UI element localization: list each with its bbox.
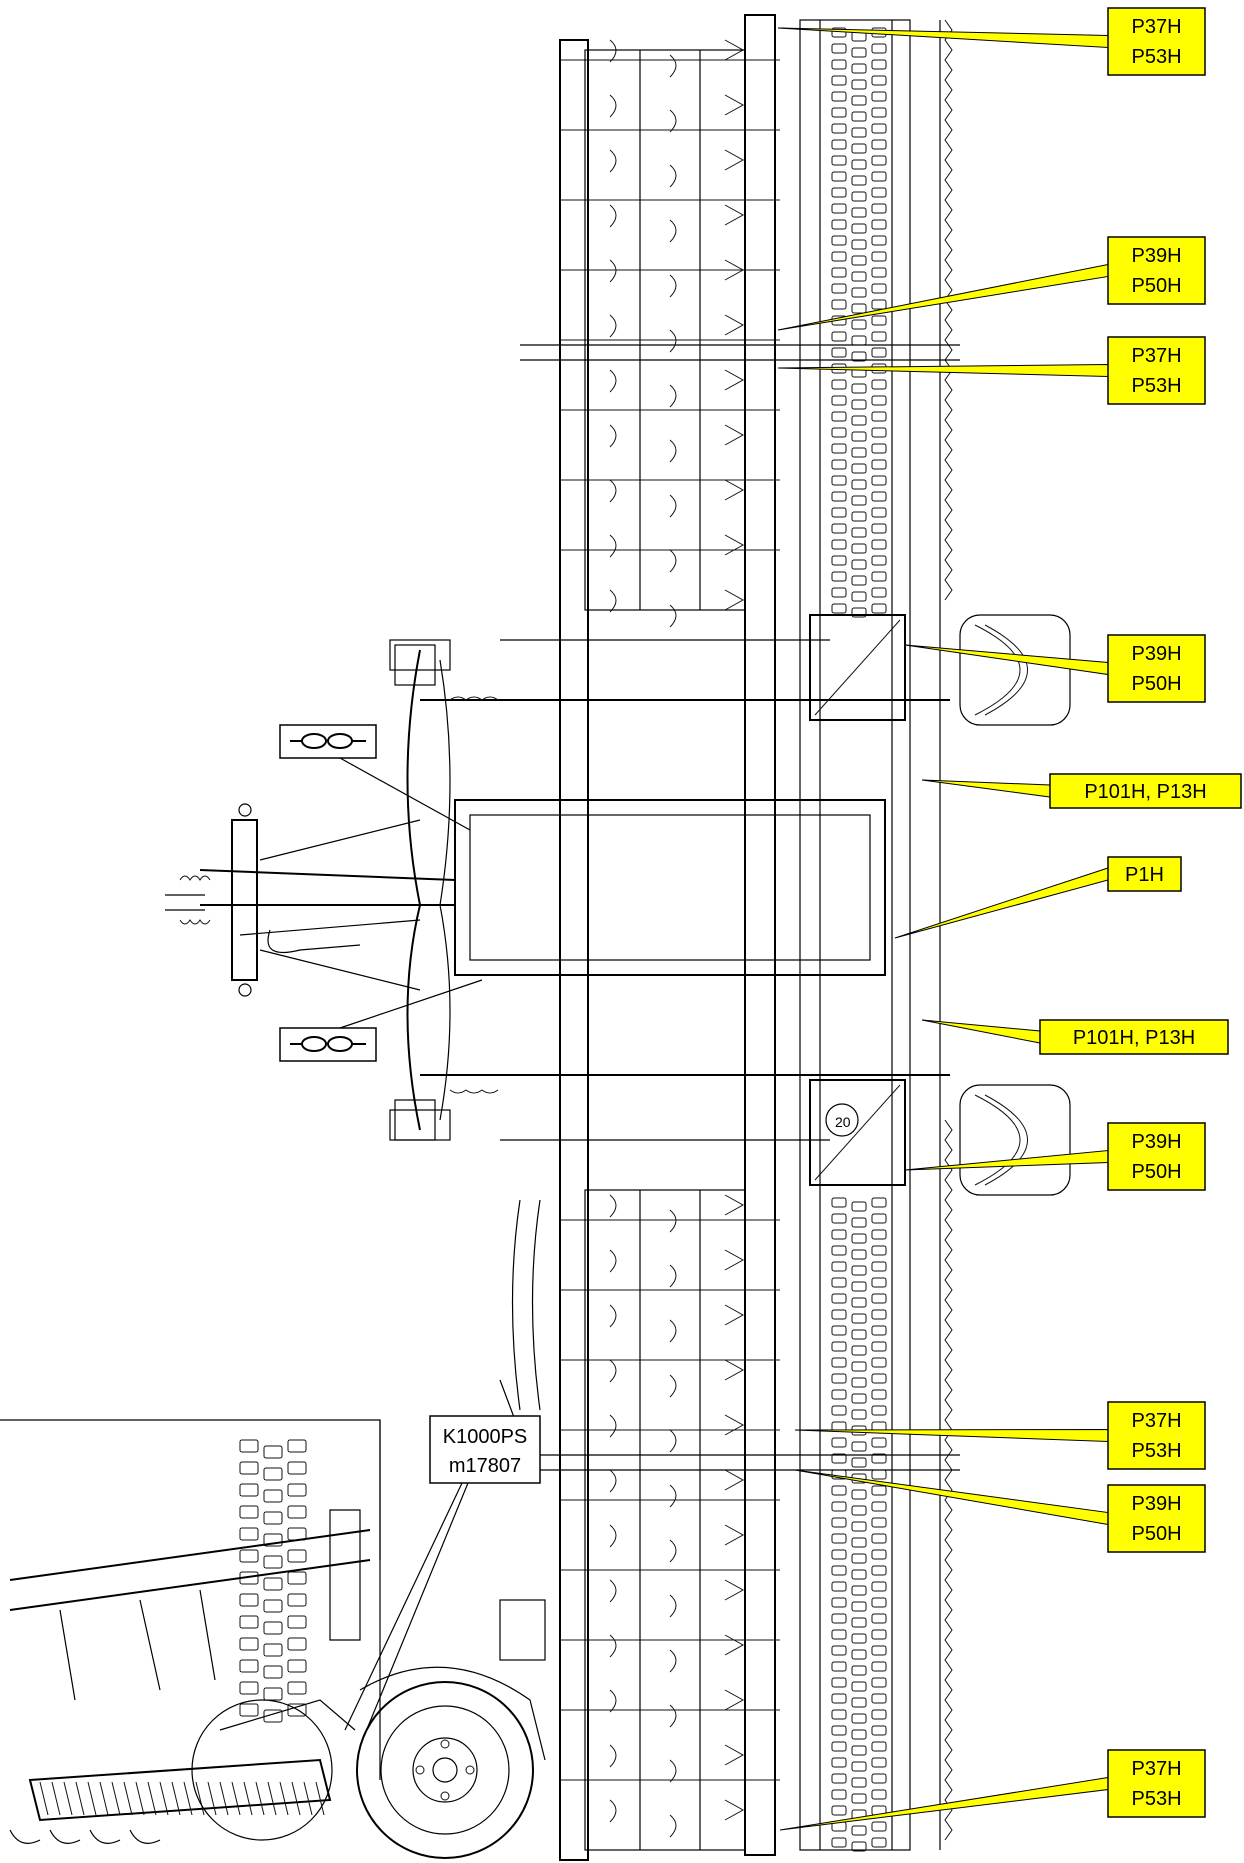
callout-box-c4 bbox=[1107, 634, 1206, 703]
callout-text-c3-2: P53H bbox=[1131, 375, 1181, 397]
callout-leader-c1 bbox=[777, 27, 1109, 49]
callout-box-c5 bbox=[1049, 773, 1242, 809]
callout-text-c5-1: P101H, P13H bbox=[1084, 781, 1206, 803]
callout-text-c10-2: P50H bbox=[1131, 1523, 1181, 1545]
callout-leader-c9 bbox=[794, 1428, 1109, 1443]
callout-leader-c2 bbox=[777, 263, 1109, 331]
callout-text-c2-1: P39H bbox=[1131, 245, 1181, 267]
callout-leader-c6 bbox=[894, 867, 1109, 939]
callout-leader-c3 bbox=[777, 363, 1109, 378]
callout-text-c2-2: P50H bbox=[1131, 275, 1181, 297]
callout-box-c3 bbox=[1107, 336, 1206, 405]
callout-box-c2 bbox=[1107, 236, 1206, 305]
callout-box-c6 bbox=[1107, 856, 1182, 892]
callout-leader-c11 bbox=[779, 1776, 1109, 1831]
inset-coil-roller bbox=[39, 1781, 325, 1816]
machine-drawing: 20 bbox=[165, 14, 1071, 1861]
callout-text-c9-1: P37H bbox=[1131, 1410, 1181, 1432]
callout-text-c7-1: P101H, P13H bbox=[1073, 1027, 1195, 1049]
callout-box-c10 bbox=[1107, 1484, 1206, 1553]
inset-part-label: K1000PS m17807 bbox=[344, 1415, 541, 1747]
chain-symbol-top bbox=[279, 724, 471, 831]
callout-text-c8-2: P50H bbox=[1131, 1161, 1181, 1183]
callout-text-c10-1: P39H bbox=[1131, 1493, 1181, 1515]
callout-leader-c5 bbox=[921, 779, 1051, 798]
chain-symbol-bottom bbox=[279, 979, 483, 1062]
detail-inset bbox=[0, 1419, 546, 1859]
inset-label-line-2: m17807 bbox=[449, 1455, 521, 1477]
callout-box-c7 bbox=[1039, 1019, 1229, 1055]
callout-box-c11 bbox=[1107, 1749, 1206, 1818]
frame-crossbars bbox=[520, 59, 960, 1781]
callout-text-c11-1: P37H bbox=[1131, 1758, 1181, 1780]
inset-roller-teeth bbox=[239, 1439, 307, 1723]
callout-box-c8 bbox=[1107, 1122, 1206, 1191]
callout-text-c9-2: P53H bbox=[1131, 1440, 1181, 1462]
speed-sign-text: 20 bbox=[835, 1114, 851, 1130]
callout-text-c1-2: P53H bbox=[1131, 46, 1181, 68]
chain-link-icon bbox=[290, 733, 366, 749]
callout-text-c11-2: P53H bbox=[1131, 1788, 1181, 1810]
callout-leader-c4 bbox=[904, 644, 1109, 676]
callout-leader-c10 bbox=[794, 1469, 1109, 1526]
callout-text-c4-2: P50H bbox=[1131, 673, 1181, 695]
inset-label-line-1: K1000PS bbox=[443, 1426, 528, 1448]
callout-text-c1-1: P37H bbox=[1131, 16, 1181, 38]
callout-box-c9 bbox=[1107, 1401, 1206, 1470]
callout-leader-lines bbox=[777, 27, 1109, 1831]
callout-labels: P37H P53H P39H P50H P37H P53H P39H P50H P101H, P… bbox=[1039, 7, 1242, 1818]
callout-text-c6-1: P1H bbox=[1125, 864, 1164, 886]
callout-text-c4-1: P39H bbox=[1131, 643, 1181, 665]
roller-teeth bbox=[831, 27, 887, 1852]
callout-leader-c8 bbox=[904, 1149, 1109, 1171]
callout-box-c1 bbox=[1107, 7, 1206, 76]
chain-link-icon bbox=[290, 1036, 366, 1052]
tine-rows bbox=[609, 39, 745, 1838]
callout-text-c3-1: P37H bbox=[1131, 345, 1181, 367]
callout-text-c8-1: P39H bbox=[1131, 1131, 1181, 1153]
